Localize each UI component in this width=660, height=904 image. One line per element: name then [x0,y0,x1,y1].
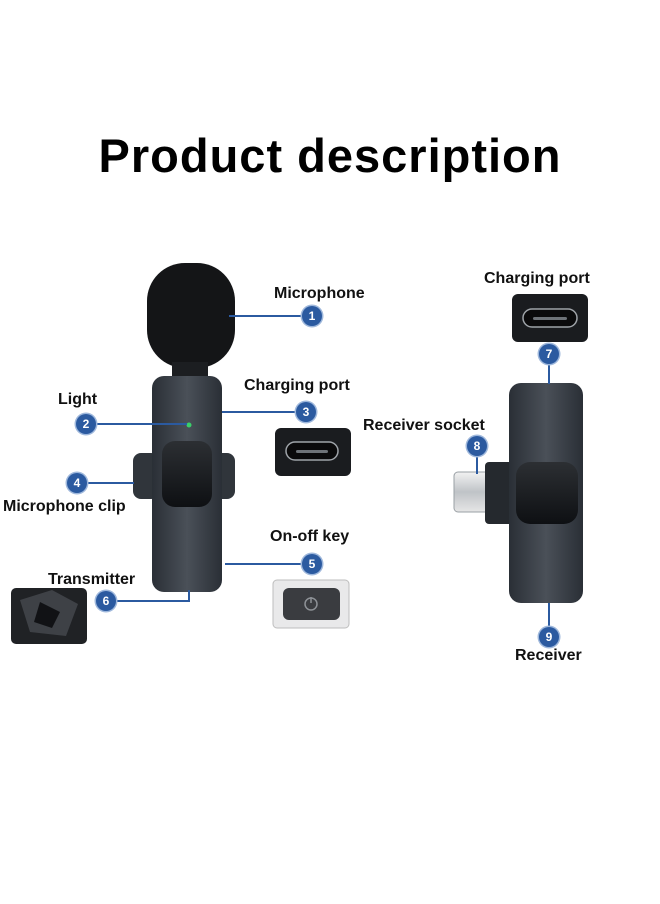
leader-line-5 [225,563,304,565]
leader-line-6b [188,590,190,602]
callout-badge-7: 7 [539,344,559,364]
callout-badge-9: 9 [539,627,559,647]
label-light: Light [58,391,98,408]
callout-badge-6: 6 [96,591,116,611]
label-on-off-key: On-off key [270,528,350,545]
page-title: Product description [98,129,562,182]
transmitter-body [152,376,222,592]
label-charging-port: Charging port [244,377,350,394]
indicator-light [186,422,192,428]
label-microphone: Microphone [274,285,365,302]
callout-badge-2: 2 [76,414,96,434]
callout-badge-1: 1 [302,306,322,326]
receiver-charging-port-inset [512,294,588,342]
leader-line-7 [548,362,550,384]
leader-line-4 [88,482,134,484]
leader-line-1 [229,315,304,317]
callout-badge-5: 5 [302,554,322,574]
label-receiver: Receiver [515,647,582,664]
callout-badge-4: 4 [67,473,87,493]
on-off-key-inset [272,579,350,629]
leader-line-2 [95,423,187,425]
label-receiver-charging-port: Charging port [484,270,590,287]
receiver-body [453,383,583,603]
label-microphone-clip: Microphone clip [3,498,126,515]
callout-badge-3: 3 [296,402,316,422]
leader-line-3 [222,411,297,413]
charging-port-inset [275,428,351,476]
label-receiver-socket: Receiver socket [363,417,485,434]
label-transmitter: Transmitter [48,571,136,588]
microphone-foam [147,263,235,380]
transmitter-inset [11,588,87,644]
leader-line-6a [114,600,190,602]
leader-line-8a [476,454,478,474]
callout-badge-8: 8 [467,436,487,456]
leader-line-9 [548,603,550,628]
